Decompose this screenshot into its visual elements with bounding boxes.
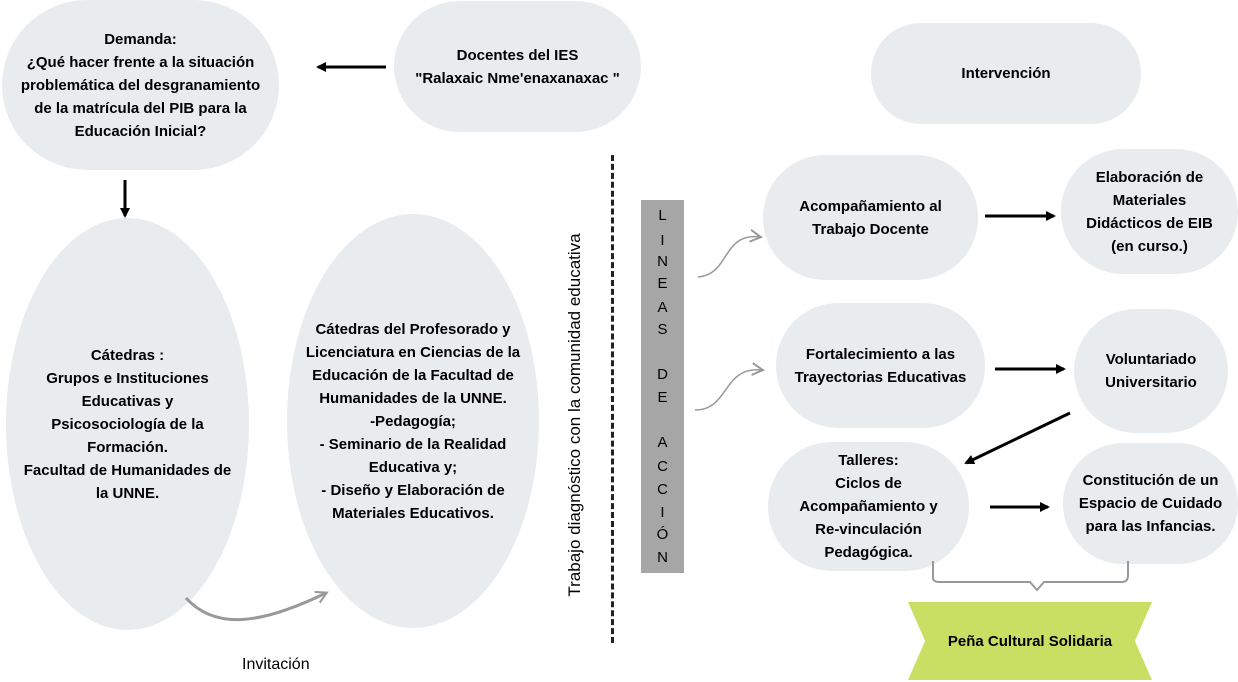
- lineas-letter: C: [657, 481, 668, 498]
- voluntariado-text: Voluntariado Universitario: [1105, 351, 1197, 391]
- lineas-letter: C: [657, 458, 668, 475]
- acompanamiento-node: Acompañamiento al Trabajo Docente: [763, 155, 978, 280]
- lineas-letter: I: [660, 504, 665, 521]
- catedras-grupos-node: Cátedras : Grupos e Instituciones Educat…: [6, 218, 249, 630]
- intervencion-text: Intervención: [961, 65, 1051, 82]
- curve-arrow-invitacion: [184, 593, 326, 622]
- demanda-text: Demanda: ¿Qué hacer frente a la situació…: [20, 30, 261, 140]
- lineas-letter: S: [657, 321, 668, 338]
- docentes-text: Docentes del IES "Ralaxaic Nme'enaxanaxa…: [415, 46, 620, 87]
- lineas-de-accion-bar: L I N E A S D E A C C I Ó N: [641, 200, 684, 573]
- lineas-letter: D: [657, 366, 668, 383]
- fortalecimiento-text: Fortalecimiento a las Trayectorias Educa…: [794, 345, 967, 386]
- constitucion-text: Constitución de un Espacio de Cuidado pa…: [1078, 472, 1223, 535]
- invitacion-label: Invitación: [242, 656, 310, 673]
- lineas-letter: N: [657, 549, 668, 566]
- lineas-letter: Ó: [656, 526, 669, 543]
- talleres-text: Talleres: Ciclos de Acompañamiento y Re-…: [799, 452, 938, 561]
- lineas-letter: N: [657, 253, 668, 270]
- catedras-grupos-text: Cátedras : Grupos e Instituciones Educat…: [23, 346, 232, 502]
- lineas-letter: A: [657, 434, 668, 451]
- lineas-letter: I: [660, 232, 665, 249]
- demanda-node: Demanda: ¿Qué hacer frente a la situació…: [2, 0, 279, 170]
- pena-cultural-text: Peña Cultural Solidaria: [947, 632, 1113, 650]
- brace-connector: [932, 561, 1129, 592]
- elaboracion-text: Elaboración de Materiales Didácticos de …: [1086, 168, 1213, 255]
- lineas-letter: E: [657, 275, 668, 292]
- catedras-profesorado-text: Cátedras del Profesorado y Licenciatura …: [305, 320, 521, 522]
- lineas-letter: E: [657, 389, 668, 406]
- catedras-profesorado-node: Cátedras del Profesorado y Licenciatura …: [287, 214, 539, 628]
- docentes-node: Docentes del IES "Ralaxaic Nme'enaxanaxa…: [394, 1, 641, 132]
- curve-arrow-fortalecimiento: [694, 370, 762, 411]
- arrow-voluntariado-talleres: [964, 411, 1071, 465]
- pena-cultural-banner: Peña Cultural Solidaria: [908, 602, 1152, 680]
- acompanamiento-text: Acompañamiento al Trabajo Docente: [799, 197, 942, 238]
- lineas-letter: A: [657, 299, 668, 316]
- dashed-divider: [611, 155, 614, 643]
- constitucion-node: Constitución de un Espacio de Cuidado pa…: [1063, 443, 1238, 564]
- talleres-node: Talleres: Ciclos de Acompañamiento y Re-…: [768, 442, 969, 571]
- voluntariado-node: Voluntariado Universitario: [1074, 309, 1228, 433]
- curve-arrow-acompanamiento: [697, 237, 760, 278]
- intervencion-node: Intervención: [871, 23, 1141, 124]
- elaboracion-node: Elaboración de Materiales Didácticos de …: [1061, 149, 1238, 274]
- lineas-letter: L: [658, 207, 667, 224]
- fortalecimiento-node: Fortalecimiento a las Trayectorias Educa…: [776, 303, 985, 428]
